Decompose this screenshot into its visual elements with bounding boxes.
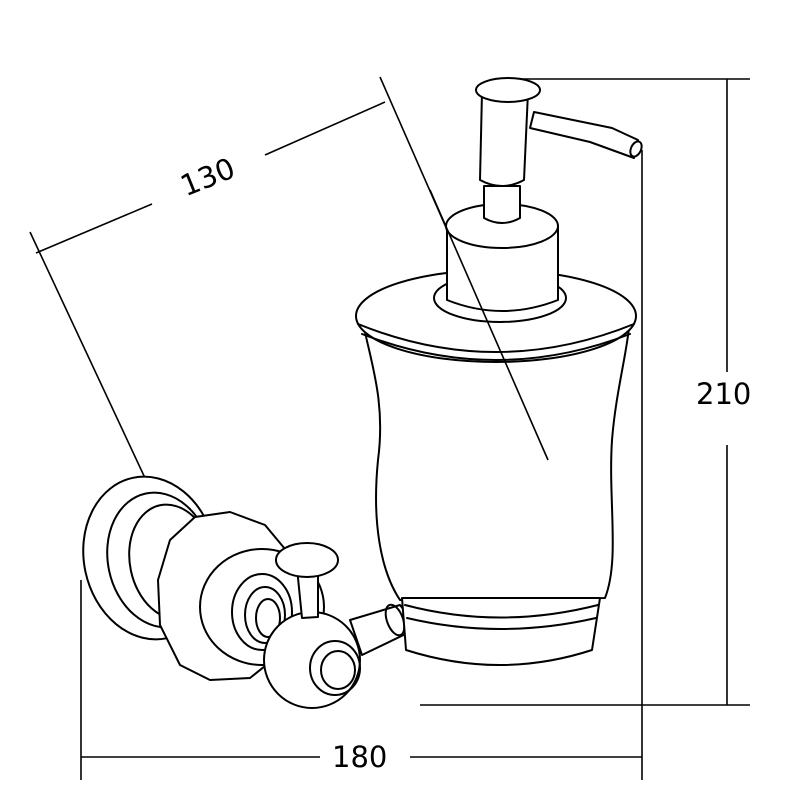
height-dimension [420, 78, 750, 706]
width-dimension [80, 580, 643, 780]
width-label: 180 [328, 740, 392, 774]
height-label: 210 [692, 377, 756, 411]
wall-bracket [82, 475, 419, 709]
bottle [355, 77, 643, 666]
